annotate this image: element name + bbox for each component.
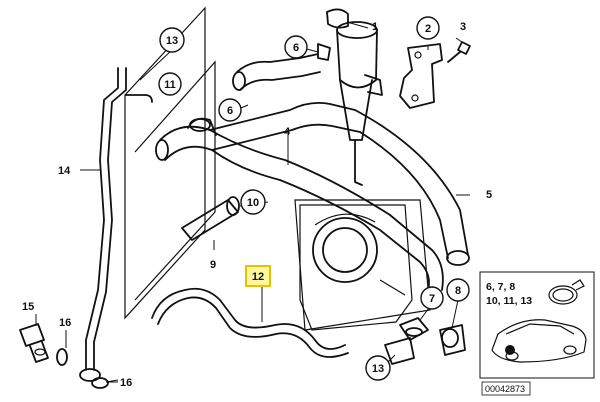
callout-6b: 6 — [218, 98, 242, 122]
fitting-8 — [439, 324, 466, 356]
part-label-4: 4 — [284, 126, 291, 138]
callout-12-highlight: 12 — [245, 265, 271, 287]
fitting-7 — [399, 317, 429, 341]
callout-16b: 16 — [106, 377, 132, 389]
callout-4: 4 — [284, 126, 291, 138]
washers — [56, 348, 109, 389]
callout-14: 14 — [58, 165, 71, 177]
part-label-9: 9 — [210, 259, 216, 271]
part-label-16-b: 16 — [120, 377, 132, 389]
part-label-5: 5 — [486, 189, 492, 201]
car-silhouette-icon — [491, 319, 587, 363]
part-label-6-lower: 6 — [227, 105, 233, 117]
part-label-14: 14 — [58, 165, 71, 177]
callout-2: 2 — [416, 16, 440, 40]
callout-5: 5 — [486, 189, 492, 201]
callout-13b: 13 — [365, 355, 391, 381]
callout-3: 3 — [460, 21, 466, 33]
document-number: 00042873 — [485, 384, 525, 394]
part-label-3: 3 — [460, 21, 466, 33]
callout-10: 10 — [240, 189, 266, 215]
engine-housing — [299, 204, 413, 331]
callout-8: 8 — [446, 278, 470, 302]
hose-4 — [155, 101, 444, 291]
callout-6a: 6 — [284, 35, 308, 59]
hose-6-upper — [232, 43, 331, 91]
inset-line-1: 6, 7, 8 — [486, 281, 515, 293]
perspective-frames — [124, 6, 431, 331]
callout-1: 1 — [372, 21, 378, 33]
part-label-6-upper: 6 — [293, 42, 299, 54]
callout-7: 7 — [420, 286, 444, 310]
part-label-1: 1 — [372, 21, 378, 33]
hose-12 — [151, 287, 349, 358]
pipe-14 — [79, 67, 153, 382]
hose-6-lower — [187, 117, 217, 136]
inset-panel: 6, 7, 8 10, 11, 13 — [479, 271, 595, 379]
part-label-16-a: 16 — [59, 317, 71, 329]
banjo-bolt — [19, 323, 49, 363]
part-label-13-upper: 13 — [166, 35, 178, 47]
callout-11: 11 — [158, 72, 182, 96]
part-label-13-lower: 13 — [372, 363, 384, 375]
part-label-7: 7 — [429, 293, 435, 305]
callout-9: 9 — [210, 259, 216, 271]
part-label-2: 2 — [425, 23, 431, 35]
hose-5 — [354, 109, 470, 266]
fitting-13 — [384, 337, 415, 365]
oil-separator — [326, 8, 383, 186]
hose-9 — [181, 196, 240, 241]
part-label-15: 15 — [22, 301, 34, 313]
part-label-8: 8 — [455, 285, 461, 297]
hose-clamp-icon — [548, 279, 585, 305]
inset-line-2: 10, 11, 13 — [486, 295, 532, 307]
callout-15: 15 — [22, 301, 34, 313]
document-number-box: 00042873 — [481, 381, 531, 396]
bolt — [447, 41, 471, 63]
callout-13a: 13 — [159, 27, 185, 53]
part-label-11: 11 — [164, 79, 176, 91]
part-label-10: 10 — [247, 197, 259, 209]
callout-16a: 16 — [59, 317, 71, 329]
bracket — [399, 43, 443, 109]
part-label-12: 12 — [252, 271, 264, 283]
